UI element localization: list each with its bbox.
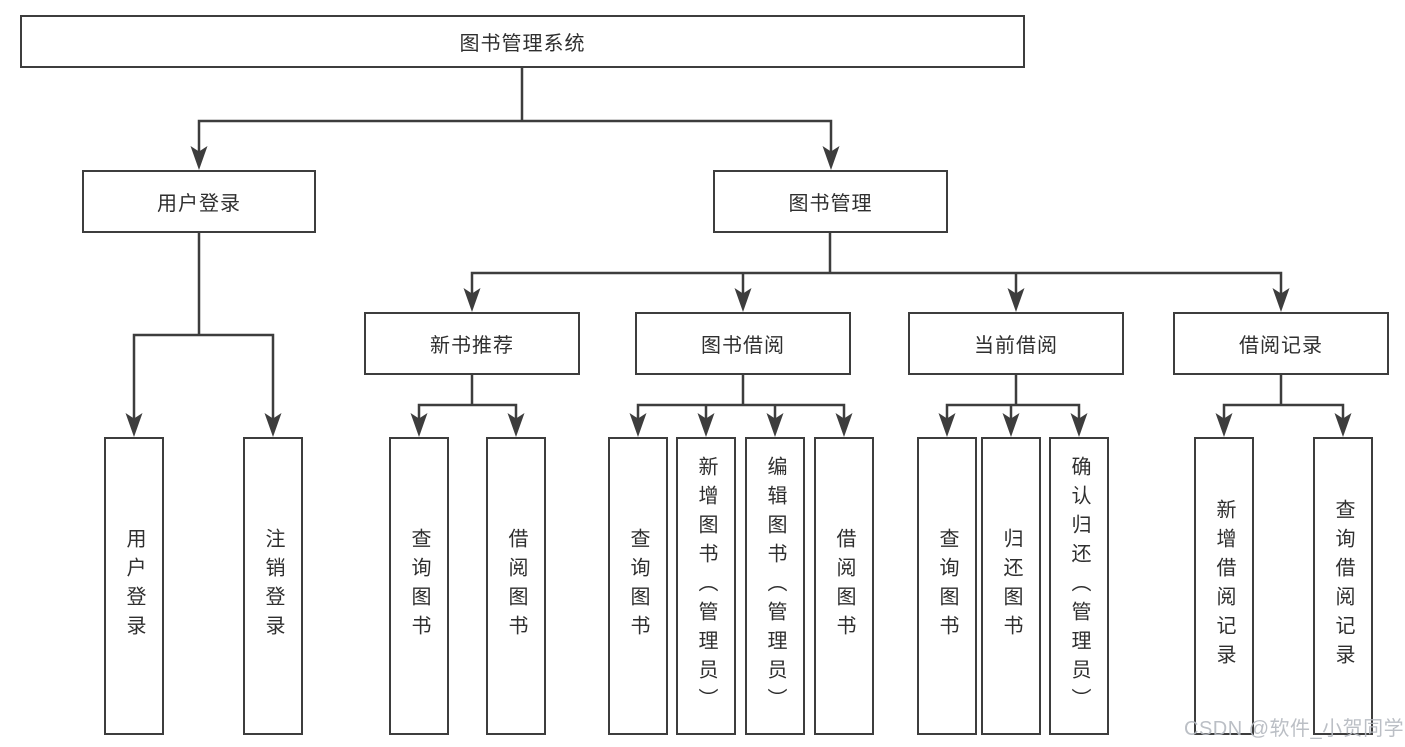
leaf-borrow-books-2: 借阅图书 bbox=[814, 437, 874, 735]
leaf-add-books-admin: 新增图书（管理员） bbox=[676, 437, 736, 735]
leaf-query-books-2: 查询图书 bbox=[608, 437, 668, 735]
node-label: 图书管理 bbox=[788, 193, 873, 215]
node-label: 新书推荐 bbox=[430, 335, 514, 357]
node-label: 用户登录 bbox=[123, 528, 145, 644]
leaf-borrow-books-1: 借阅图书 bbox=[486, 437, 546, 735]
node-label: 图书借阅 bbox=[701, 335, 785, 357]
arrowhead-icon bbox=[766, 413, 784, 437]
node-library-system: 图书管理系统 bbox=[20, 15, 1025, 68]
node-label: 当前借阅 bbox=[974, 335, 1058, 357]
leaf-confirm-return-admin: 确认归还（管理员） bbox=[1049, 437, 1109, 735]
node-new-book-recommend: 新书推荐 bbox=[364, 312, 580, 375]
arrowhead-icon bbox=[1070, 413, 1088, 437]
leaf-query-books-1: 查询图书 bbox=[389, 437, 449, 735]
arrowhead-icon bbox=[1215, 413, 1233, 437]
arrowhead-icon bbox=[507, 413, 525, 437]
arrowhead-icon bbox=[697, 413, 715, 437]
arrowhead-icon bbox=[190, 146, 208, 170]
connector-user-login bbox=[132, 231, 275, 420]
arrowhead-icon bbox=[125, 413, 143, 437]
arrowhead-icon bbox=[822, 146, 840, 170]
node-label: 查询借阅记录 bbox=[1332, 499, 1354, 673]
arrowhead-icon bbox=[463, 288, 481, 312]
watermark: CSDN @软件_小贺同学 bbox=[1184, 718, 1405, 740]
arrowhead-icon bbox=[264, 413, 282, 437]
node-label: 借阅图书 bbox=[505, 528, 527, 644]
leaf-edit-books-admin: 编辑图书（管理员） bbox=[745, 437, 805, 735]
node-label: 借阅图书 bbox=[833, 528, 855, 644]
connector-borrow-records bbox=[1222, 373, 1345, 420]
node-label: 用户登录 bbox=[157, 193, 241, 215]
leaf-logout: 注销登录 bbox=[243, 437, 303, 735]
node-label: 编辑图书（管理员） bbox=[764, 455, 786, 717]
arrowhead-icon bbox=[1272, 288, 1290, 312]
leaf-user-login: 用户登录 bbox=[104, 437, 164, 735]
connector-new-book bbox=[417, 373, 518, 420]
arrowhead-icon bbox=[410, 413, 428, 437]
arrowhead-icon bbox=[938, 413, 956, 437]
leaf-query-borrow-record: 查询借阅记录 bbox=[1313, 437, 1373, 735]
node-label: 新增图书（管理员） bbox=[695, 455, 717, 717]
node-borrow-records: 借阅记录 bbox=[1173, 312, 1389, 375]
node-book-borrow: 图书借阅 bbox=[635, 312, 851, 375]
node-current-borrow: 当前借阅 bbox=[908, 312, 1124, 375]
node-label: 新增借阅记录 bbox=[1213, 499, 1235, 673]
node-label: 查询图书 bbox=[936, 528, 958, 644]
arrowhead-icon bbox=[835, 413, 853, 437]
leaf-return-books: 归还图书 bbox=[981, 437, 1041, 735]
connector-book-borrow bbox=[636, 373, 846, 420]
connector-current-borrow bbox=[945, 373, 1081, 420]
connector-book-management bbox=[470, 231, 1283, 295]
node-book-management: 图书管理 bbox=[713, 170, 948, 233]
arrowhead-icon bbox=[1007, 288, 1025, 312]
connector-root bbox=[197, 66, 833, 153]
arrowhead-icon bbox=[629, 413, 647, 437]
leaf-add-borrow-record: 新增借阅记录 bbox=[1194, 437, 1254, 735]
node-label: 查询图书 bbox=[627, 528, 649, 644]
node-label: 确认归还（管理员） bbox=[1068, 455, 1090, 717]
leaf-query-books-3: 查询图书 bbox=[917, 437, 977, 735]
node-label: 注销登录 bbox=[262, 528, 284, 644]
arrowhead-icon bbox=[1002, 413, 1020, 437]
node-label: 查询图书 bbox=[408, 528, 430, 644]
node-label: 归还图书 bbox=[1000, 528, 1022, 644]
arrowhead-icon bbox=[1334, 413, 1352, 437]
node-user-login: 用户登录 bbox=[82, 170, 316, 233]
arrowhead-icon bbox=[734, 288, 752, 312]
node-label: 图书管理系统 bbox=[459, 33, 586, 55]
node-label: 借阅记录 bbox=[1239, 335, 1323, 357]
